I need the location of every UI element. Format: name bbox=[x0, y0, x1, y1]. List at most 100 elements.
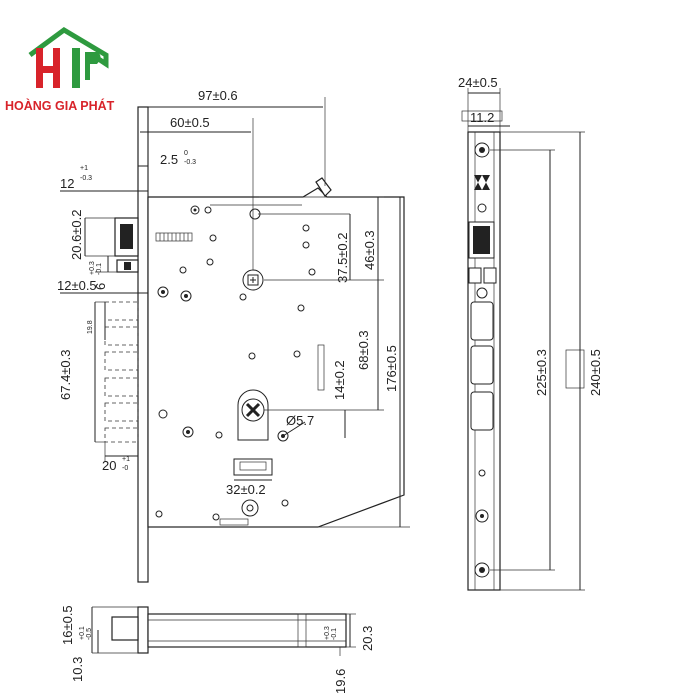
label-face-thickness-tol-bot: -0.3 bbox=[80, 175, 92, 182]
label-faceplate-offset-tol-bot: -0.3 bbox=[184, 159, 196, 166]
small-hole bbox=[476, 287, 488, 299]
logo-h-bar bbox=[36, 66, 60, 73]
side-bolt-slot bbox=[470, 345, 494, 385]
side-top-edge bbox=[461, 110, 503, 122]
bottom-rib bbox=[297, 613, 307, 648]
deadbolt-segment bbox=[104, 301, 139, 321]
pin-hole bbox=[179, 266, 187, 274]
label-face-thickness-group: 12 +1 -0.3 bbox=[60, 165, 92, 191]
cylinder-cross bbox=[245, 402, 261, 418]
label-cylinder-slot: 14±0.2 bbox=[332, 360, 347, 400]
faceplate-bar bbox=[137, 106, 149, 583]
side-bolt-slot bbox=[470, 391, 494, 431]
label-height-b-tol-bot: -0.5 bbox=[86, 628, 93, 640]
pin-hole bbox=[209, 234, 217, 242]
small-hole bbox=[478, 469, 486, 477]
label-body-height: 176±0.5 bbox=[384, 345, 399, 392]
label-latch-projection: 12±0.5 bbox=[57, 278, 97, 293]
label-height-c: 19.6 bbox=[333, 669, 348, 694]
pin-hole bbox=[158, 409, 168, 419]
pin-hole bbox=[215, 431, 223, 439]
pin-hole bbox=[297, 304, 305, 312]
logo-roof bbox=[28, 27, 109, 69]
label-screw-pitch: 225±0.3 bbox=[534, 349, 549, 396]
side-slot-left bbox=[468, 267, 482, 284]
latch-trigger bbox=[124, 262, 131, 270]
deadbolt-segment bbox=[104, 377, 139, 397]
brand-mark bbox=[474, 175, 490, 190]
small-hole bbox=[477, 203, 487, 213]
logo-one bbox=[72, 48, 80, 88]
pin-hole bbox=[155, 510, 163, 518]
bottom-latch bbox=[111, 616, 139, 641]
pin-hole bbox=[239, 293, 247, 301]
label-deadbolt-block: 67.4±0.3 bbox=[58, 349, 73, 400]
label-height-a: 16±0.5 bbox=[60, 605, 75, 645]
label-latch-gap: 6 bbox=[93, 283, 108, 290]
pin-hole bbox=[293, 350, 301, 358]
pin-hole bbox=[302, 224, 310, 232]
label-latch-gap-group: 6 +0.3 -0.1 bbox=[89, 261, 108, 290]
label-deadbolt-pitch: 19.8 bbox=[87, 320, 94, 334]
deadbolt-segment bbox=[104, 402, 139, 422]
label-faceplate-offset: 2.5 bbox=[160, 152, 178, 167]
label-spindle-to-cylinder: 68±0.3 bbox=[356, 330, 371, 370]
pin-hole bbox=[248, 352, 256, 360]
label-face-thickness: 12 bbox=[60, 176, 74, 191]
label-faceplate-offset-tol-top: 0 bbox=[184, 150, 188, 157]
label-height-c-tol-bot: -0.1 bbox=[331, 628, 338, 640]
deadbolt-segment bbox=[104, 326, 139, 346]
label-height-c-group: 19.6 +0.3 -0.1 bbox=[324, 626, 348, 694]
pin-hole bbox=[302, 241, 310, 249]
label-latch-gap-tol-bot: -0.1 bbox=[96, 263, 103, 275]
cylinder-block bbox=[233, 458, 273, 476]
label-height-b: 10.3 bbox=[70, 657, 85, 682]
brand-logo: HOÀNG GIA PHÁT bbox=[5, 27, 115, 113]
label-latch-height: 20.6±0.2 bbox=[69, 209, 84, 260]
top-tab bbox=[315, 177, 332, 197]
label-faceplate-offset-group: 2.5 0 -0.3 bbox=[160, 150, 196, 167]
latch-face bbox=[120, 224, 133, 249]
screw-hole bbox=[204, 206, 212, 214]
spring-comb bbox=[155, 232, 193, 242]
logo-p bbox=[85, 52, 101, 80]
front-view: 97±0.6 60±0.5 2.5 0 -0.3 12 +1 -0.3 20.6… bbox=[57, 88, 410, 583]
label-backset: 60±0.5 bbox=[170, 115, 210, 130]
label-spindle-to-top: 37.5±0.2 bbox=[335, 232, 350, 283]
label-deadbolt-depth: 20 bbox=[102, 458, 116, 473]
pin-hole bbox=[281, 499, 289, 507]
bottom-view: 16±0.5 10.3 +0.1 -0.5 19.6 +0.3 -0.1 20.… bbox=[60, 605, 375, 694]
label-inner-width: 11.2 bbox=[470, 110, 494, 125]
label-faceplate-length: 240±0.5 bbox=[588, 349, 603, 396]
bottom-case bbox=[147, 613, 347, 648]
deadbolt-segment bbox=[104, 427, 139, 443]
side-tab bbox=[565, 349, 585, 389]
brand-name: HOÀNG GIA PHÁT bbox=[5, 98, 115, 113]
label-deadbolt-depth-tol-bot: -0 bbox=[122, 465, 128, 472]
dim-screw-hole-leader bbox=[282, 421, 306, 437]
label-cylinder-width: 32±0.2 bbox=[226, 482, 266, 497]
label-deadbolt-depth-tol-top: +1 bbox=[122, 456, 130, 463]
label-screw-hole: Ø5.7 bbox=[286, 413, 314, 428]
label-latch-gap-tol-top: +0.3 bbox=[89, 261, 96, 275]
label-upper-to-top: 46±0.3 bbox=[362, 230, 377, 270]
label-height-d: 20.3 bbox=[360, 626, 375, 651]
pin-hole bbox=[206, 258, 214, 266]
label-face-thickness-tol-top: +1 bbox=[80, 165, 88, 172]
label-height-c-tol-top: +0.3 bbox=[324, 626, 331, 640]
side-slot-right bbox=[483, 267, 497, 284]
label-height-b-tol-top: +0.1 bbox=[79, 626, 86, 640]
pin-hole bbox=[212, 513, 220, 521]
bottom-slot bbox=[219, 518, 249, 526]
label-deadbolt-depth-group: 20 +1 -0 bbox=[102, 456, 130, 473]
deadbolt bbox=[104, 301, 139, 443]
pin-hole bbox=[308, 268, 316, 276]
side-view: 24±0.5 11.2 225±0.3 240±0.5 bbox=[458, 75, 603, 591]
label-faceplate-width: 24±0.5 bbox=[458, 75, 498, 90]
label-overall-width: 97±0.6 bbox=[198, 88, 238, 103]
side-bolt-slot bbox=[470, 301, 494, 341]
side-slot bbox=[317, 344, 325, 391]
label-height-b-group: 10.3 +0.1 -0.5 bbox=[70, 626, 93, 682]
bottom-faceplate bbox=[137, 606, 149, 654]
